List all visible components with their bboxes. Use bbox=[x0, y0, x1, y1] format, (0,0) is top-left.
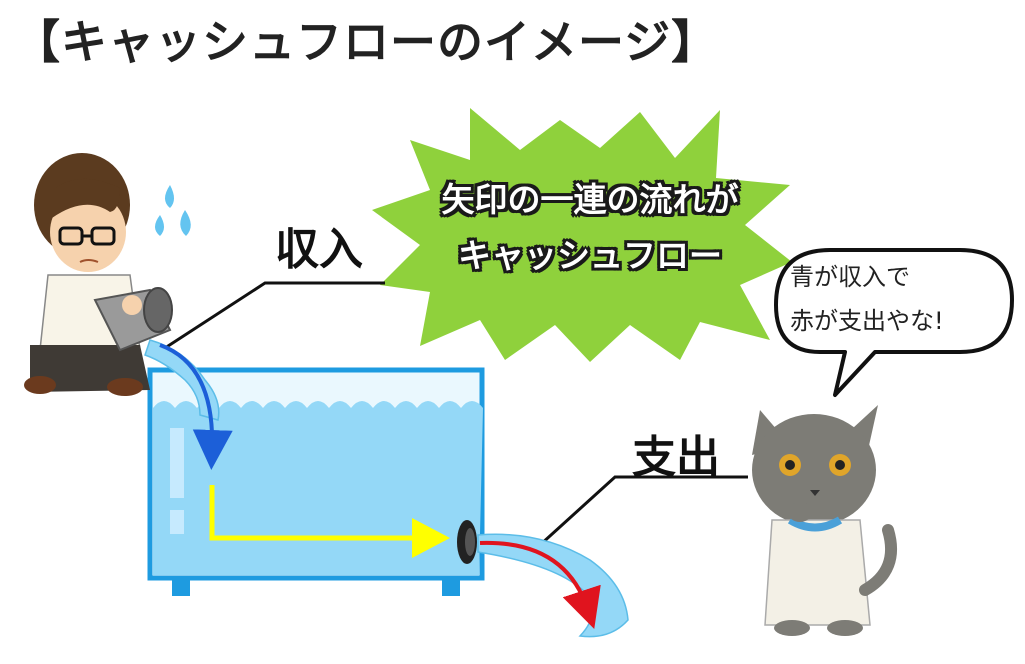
internal-flow-arrow bbox=[209, 485, 415, 541]
income-label: 収入 bbox=[275, 224, 363, 275]
speech-bubble-text: 青が収入で 赤が支出やな! bbox=[790, 255, 1000, 343]
sweat-drops-icon bbox=[155, 185, 191, 236]
green-burst-shape bbox=[372, 108, 792, 362]
page-title: 【キャッシュフローのイメージ】 bbox=[14, 15, 719, 69]
expense-arrow bbox=[479, 540, 601, 629]
internal-flow-arrowhead bbox=[412, 518, 450, 558]
expense-label: 支出 bbox=[632, 432, 720, 483]
expense-leader-line bbox=[538, 475, 748, 547]
speech-line1: 青が収入で bbox=[790, 263, 910, 291]
income-arrow bbox=[159, 343, 233, 470]
man-pouring-bucket-icon bbox=[24, 153, 173, 396]
income-leader-line bbox=[164, 281, 385, 350]
cat-scientist-icon bbox=[752, 405, 898, 636]
burst-caption: 矢印の一連の流れが キャッシュフロー bbox=[392, 172, 788, 284]
burst-caption-line1: 矢印の一連の流れが bbox=[441, 180, 739, 219]
speech-line2: 赤が支出やな! bbox=[790, 307, 944, 335]
burst-caption-line2: キャッシュフロー bbox=[458, 236, 722, 275]
speech-bubble bbox=[774, 248, 1014, 397]
outflow-water bbox=[477, 533, 629, 638]
